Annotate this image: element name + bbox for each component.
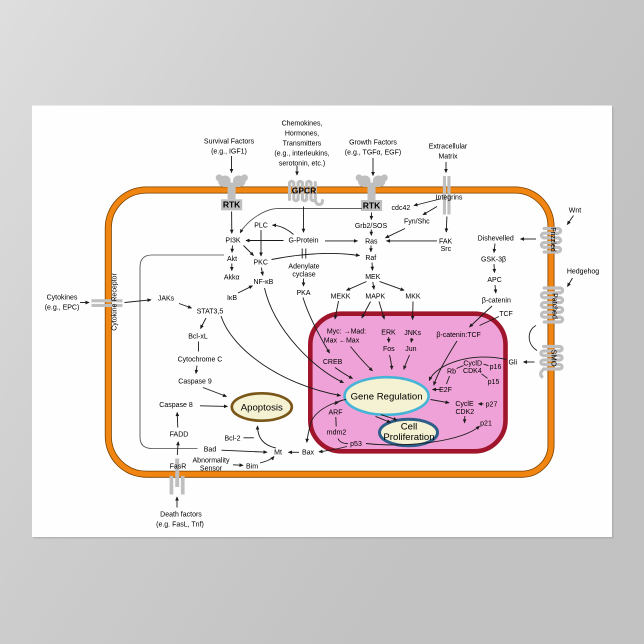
svg-text:Grb2/SOS: Grb2/SOS (355, 223, 388, 230)
svg-text:Survival Factors: Survival Factors (204, 138, 255, 145)
svg-text:PLC: PLC (254, 222, 268, 229)
svg-text:mdm2: mdm2 (327, 430, 347, 437)
svg-text:Bcl-xL: Bcl-xL (188, 333, 208, 340)
svg-text:MEKK: MEKK (331, 293, 351, 300)
svg-text:Raf: Raf (365, 255, 376, 262)
svg-text:ARF: ARF (329, 409, 343, 416)
svg-text:cdc42: cdc42 (392, 205, 411, 212)
svg-text:β-catenin:TCF: β-catenin:TCF (436, 332, 480, 339)
svg-text:GPCR: GPCR (292, 186, 317, 196)
svg-text:ERK: ERK (381, 329, 396, 336)
svg-text:MKK: MKK (405, 293, 421, 300)
svg-text:CDK4: CDK4 (463, 368, 482, 375)
svg-text:Matrix: Matrix (438, 153, 458, 160)
svg-text:RTK: RTK (223, 200, 241, 210)
svg-text:(e.g., IGF1): (e.g., IGF1) (211, 148, 247, 155)
svg-text:RTK: RTK (363, 200, 381, 210)
svg-text:Cytokines: Cytokines (47, 294, 78, 301)
svg-text:Bad: Bad (204, 446, 217, 453)
svg-text:Akkα: Akkα (224, 274, 240, 281)
svg-text:Caspase 8: Caspase 8 (159, 402, 193, 409)
svg-text:Death factors: Death factors (160, 511, 202, 518)
svg-text:serotonin, etc.): serotonin, etc.) (279, 160, 325, 167)
svg-text:Myc: →Mad:: Myc: →Mad: (327, 328, 366, 335)
svg-text:Fos: Fos (383, 346, 395, 353)
svg-text:Bax: Bax (302, 450, 315, 457)
svg-text:TCF: TCF (499, 311, 513, 318)
svg-text:Caspase 9: Caspase 9 (178, 378, 212, 385)
svg-text:Adenylate: Adenylate (288, 263, 319, 270)
svg-text:(e.g., EPC): (e.g., EPC) (45, 304, 80, 311)
svg-text:p21: p21 (480, 420, 492, 427)
svg-text:APC: APC (487, 277, 501, 284)
svg-text:Abnormality: Abnormality (193, 457, 230, 464)
svg-text:NF-κB: NF-κB (253, 279, 273, 286)
svg-text:PKC: PKC (253, 259, 267, 266)
svg-text:Dishevelled: Dishevelled (478, 235, 514, 242)
svg-text:Proliferation: Proliferation (383, 432, 434, 443)
svg-text:Wnt: Wnt (569, 207, 582, 214)
svg-text:Integrins: Integrins (436, 194, 463, 201)
svg-text:Jun: Jun (405, 346, 416, 353)
svg-text:Chemokines,: Chemokines, (282, 120, 323, 127)
svg-text:Gene Regulation: Gene Regulation (351, 391, 423, 402)
svg-text:Rb: Rb (447, 369, 456, 376)
svg-text:(e.g., interleukins,: (e.g., interleukins, (274, 150, 329, 157)
svg-text:G-Protein: G-Protein (289, 237, 319, 244)
svg-text:Cytochrome C: Cytochrome C (178, 356, 223, 363)
svg-text:Src: Src (441, 246, 452, 253)
svg-text:Bcl-2: Bcl-2 (225, 435, 241, 442)
svg-text:PI3K: PI3K (225, 237, 241, 244)
svg-text:PKA: PKA (296, 290, 310, 297)
svg-text:Extracellular: Extracellular (429, 143, 468, 150)
svg-text:p53: p53 (350, 441, 362, 448)
svg-text:JNKs: JNKs (404, 330, 421, 337)
svg-text:E2F: E2F (439, 387, 452, 394)
svg-text:Patched: Patched (550, 293, 557, 319)
svg-text:(e.g., TGFα, EGF): (e.g., TGFα, EGF) (345, 149, 401, 156)
svg-text:Cytokine Receptor: Cytokine Receptor (112, 273, 119, 331)
svg-text:p16: p16 (490, 364, 502, 371)
svg-text:FADD: FADD (170, 431, 189, 438)
svg-text:Sensor: Sensor (200, 465, 223, 472)
svg-text:Gli: Gli (509, 359, 518, 366)
svg-text:FasR: FasR (170, 463, 187, 470)
svg-text:(e.g. FasL, Tnf): (e.g. FasL, Tnf) (156, 521, 204, 528)
svg-text:IκB: IκB (227, 295, 237, 302)
svg-text:Fyn/Shc: Fyn/Shc (404, 218, 430, 225)
svg-text:cyclase: cyclase (292, 271, 315, 278)
svg-text:Transmitters: Transmitters (283, 140, 322, 147)
svg-text:CyclD: CyclD (463, 360, 482, 367)
svg-text:Ras: Ras (365, 238, 378, 245)
svg-text:Apoptosis: Apoptosis (241, 402, 283, 413)
svg-text:CDK2: CDK2 (455, 409, 474, 416)
svg-text:Max ←Max: Max ←Max (324, 337, 360, 344)
svg-text:SMO: SMO (549, 349, 558, 366)
svg-text:CyclE: CyclE (455, 401, 474, 408)
svg-text:CREB: CREB (323, 359, 343, 366)
svg-text:Mt: Mt (274, 449, 282, 456)
svg-text:p27: p27 (486, 401, 498, 408)
svg-text:Frizzled: Frizzled (549, 227, 556, 252)
svg-text:FAK: FAK (439, 238, 453, 245)
svg-text:β-catenin: β-catenin (482, 297, 511, 304)
svg-text:Growth Factors: Growth Factors (349, 139, 397, 146)
svg-text:STAT3,5: STAT3,5 (197, 308, 224, 315)
svg-text:p15: p15 (488, 379, 500, 386)
svg-text:GSK-3β: GSK-3β (481, 256, 506, 263)
svg-text:Hedgehog: Hedgehog (567, 268, 599, 275)
svg-text:Bim: Bim (246, 463, 258, 470)
svg-text:JAKs: JAKs (158, 295, 175, 302)
svg-text:Hormones,: Hormones, (285, 130, 319, 137)
svg-text:MEK: MEK (365, 274, 381, 281)
svg-text:Cell: Cell (401, 421, 418, 432)
svg-text:MAPK: MAPK (365, 293, 385, 300)
svg-text:Akt: Akt (227, 256, 237, 263)
